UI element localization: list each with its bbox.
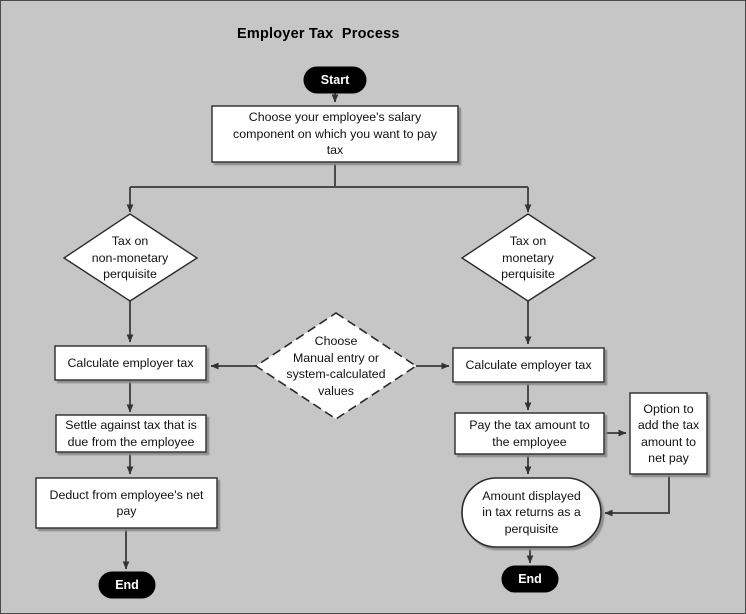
edge-option-to-amount-displayed xyxy=(604,473,670,517)
node-start-label: Start xyxy=(320,73,350,87)
node-settle[interactable] xyxy=(55,414,207,453)
node-calc-left[interactable] xyxy=(54,345,207,381)
node-deduct[interactable] xyxy=(35,477,218,529)
node-end-left-label: End xyxy=(115,578,139,592)
node-option[interactable] xyxy=(629,392,708,475)
node-non-monetary[interactable] xyxy=(62,213,199,302)
node-pay[interactable] xyxy=(454,412,605,455)
page-title: Employer Tax Process xyxy=(237,26,400,42)
node-choose-component[interactable] xyxy=(211,105,459,163)
node-calc-right[interactable] xyxy=(452,347,605,383)
node-start[interactable] xyxy=(303,66,367,94)
connector-layer xyxy=(122,93,670,570)
node-choose-manual[interactable] xyxy=(254,312,418,420)
node-end-left[interactable] xyxy=(98,571,156,599)
node-monetary[interactable] xyxy=(460,213,597,302)
node-end-right[interactable] xyxy=(501,565,559,593)
node-end-right-label: End xyxy=(518,572,542,586)
node-amount-displayed[interactable] xyxy=(461,477,602,548)
